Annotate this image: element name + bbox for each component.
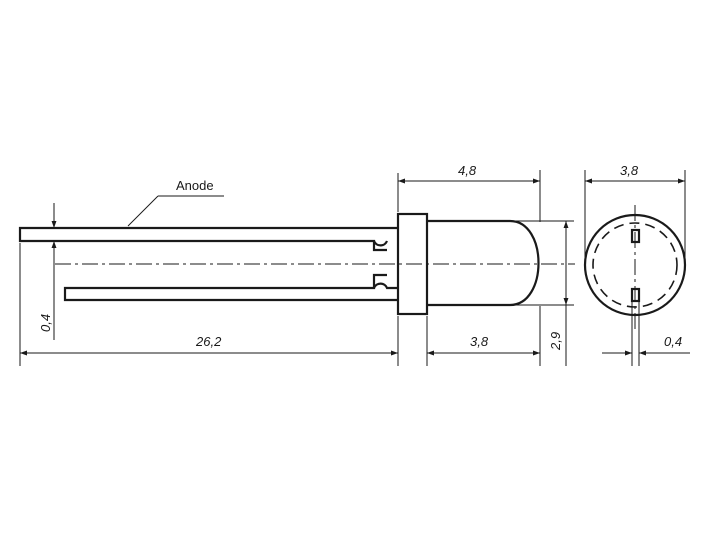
cathode-lead-kink: [372, 282, 398, 290]
end-view-top-pad: [630, 228, 641, 244]
end-view-bottom-pad: [630, 287, 641, 303]
dim-lens-height-text: 2,9: [548, 332, 563, 351]
dim-lens-offset-text: 3,8: [470, 334, 489, 349]
side-view: Anode 0,4 26,2 4,8 3,8 2,9: [18, 163, 575, 366]
anode-lead-kink: [372, 240, 389, 247]
cathode-lead: [63, 273, 387, 302]
dim-body-diameter-text: 3,8: [620, 163, 639, 178]
dim-lead-thickness-text: 0,4: [38, 314, 53, 332]
end-view: 3,8 0,4: [583, 163, 690, 366]
led-lens: [427, 219, 540, 307]
anode-label: Anode: [176, 178, 214, 193]
dim-lens-length-text: 4,8: [458, 163, 477, 178]
anode-lead: [18, 226, 398, 252]
dim-lead-length-text: 26,2: [195, 334, 222, 349]
led-flange: [396, 212, 429, 316]
anode-leader-line: [127, 195, 159, 227]
dim-lead-end-width-text: 0,4: [664, 334, 682, 349]
